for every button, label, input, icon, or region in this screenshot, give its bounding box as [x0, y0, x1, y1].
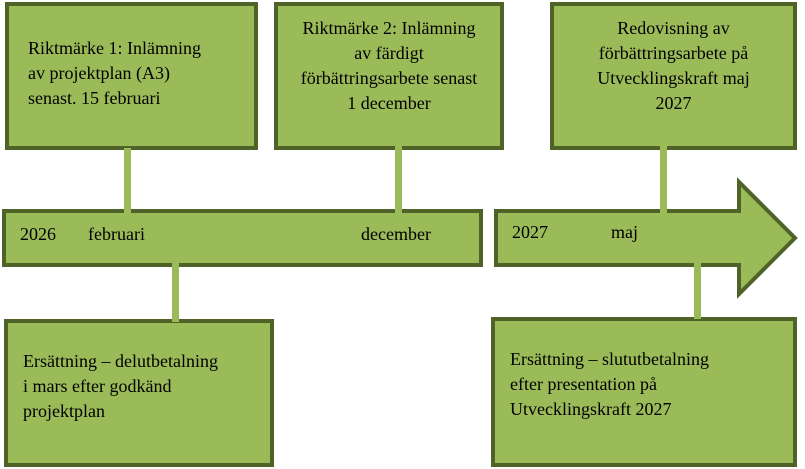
timeline-month-december: december — [361, 224, 431, 244]
text-line: 2027 — [655, 93, 692, 113]
timeline-year-2027: 2027 — [512, 222, 548, 242]
timeline-month-februari: februari — [88, 224, 145, 244]
connector-line — [395, 120, 402, 213]
milestone-box-3: Redovisning av förbättringsarbete på Utv… — [550, 2, 797, 150]
milestone-box-1: Riktmärke 1: Inlämning av projektplan (A… — [5, 2, 258, 150]
text-line: projektplan — [23, 401, 105, 421]
text-line: Ersättning – slututbetalning — [510, 349, 709, 369]
text-line: Riktmärke 2: Inlämning — [302, 18, 476, 38]
payment-box-1: Ersättning – delutbetalning i mars efter… — [4, 319, 274, 467]
text-line: 1 december — [347, 93, 431, 113]
connector-line — [124, 148, 131, 213]
text-line: Utvecklingskraft 2027 — [510, 399, 672, 419]
connector-line — [694, 255, 701, 319]
text-line: av färdigt — [354, 43, 424, 63]
text-line: Ersättning – delutbetalning — [23, 351, 218, 371]
text-line: förbättringsarbete på — [598, 43, 749, 63]
timeline-arrow-2027 — [494, 177, 798, 299]
text-line: efter presentation på — [510, 374, 657, 394]
text-line: Redovisning av — [617, 18, 730, 38]
text-line: av projektplan (A3) — [28, 63, 170, 83]
connector-line — [172, 229, 179, 322]
timeline-bar-2026 — [2, 209, 483, 267]
text-line: senast. 15 februari — [28, 88, 161, 108]
text-line: Utvecklingskraft maj — [597, 68, 750, 88]
text-line: i mars efter godkänd — [23, 376, 172, 396]
timeline-year-2026: 2026 — [20, 224, 56, 244]
payment-box-2: Ersättning – slututbetalning efter prese… — [491, 317, 797, 467]
timeline-month-maj: maj — [611, 222, 638, 242]
milestone-box-2: Riktmärke 2: Inlämning av färdigt förbät… — [274, 2, 504, 150]
connector-line — [660, 130, 667, 215]
text-line: förbättringsarbete senast — [300, 68, 478, 88]
text-line: Riktmärke 1: Inlämning — [28, 38, 201, 58]
